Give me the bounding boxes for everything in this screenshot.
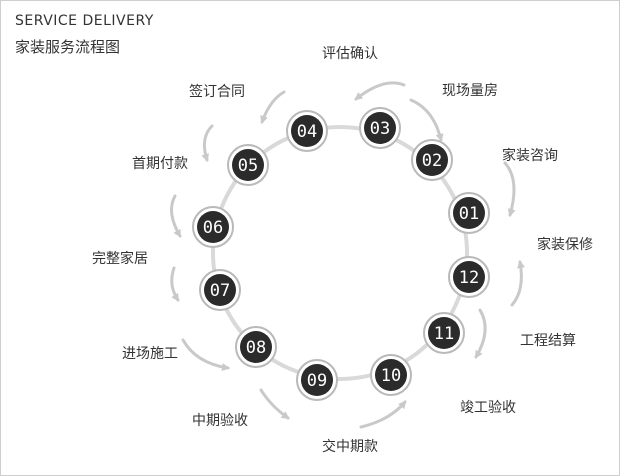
step-label-10: 竣工验收 bbox=[460, 400, 516, 416]
flow-arrow-icon bbox=[259, 388, 290, 420]
step-number: 11 bbox=[434, 324, 454, 344]
step-node-11: 11 bbox=[423, 312, 465, 354]
flow-arrow-icon bbox=[260, 90, 286, 124]
step-label-09: 交中期款 bbox=[322, 438, 378, 455]
step-number: 06 bbox=[203, 218, 223, 238]
flow-arrow-icon bbox=[510, 260, 525, 307]
step-node-10: 10 bbox=[370, 354, 412, 396]
flow-arrow-icon bbox=[170, 266, 180, 302]
step-node-03: 03 bbox=[359, 107, 401, 149]
step-node-04: 04 bbox=[286, 110, 328, 152]
step-label-12: 家装保修 bbox=[537, 236, 593, 253]
step-node-12: 12 bbox=[448, 256, 490, 298]
step-node-fill bbox=[204, 274, 236, 306]
flow-arrow-icon bbox=[359, 400, 407, 429]
step-node-fill bbox=[416, 144, 448, 176]
flow-arrow-icon bbox=[503, 161, 516, 217]
step-node-fill bbox=[375, 359, 407, 391]
flow-arrow-icon bbox=[181, 338, 230, 372]
step-label-01: 家装咨询 bbox=[502, 147, 558, 164]
step-node-08: 08 bbox=[235, 326, 277, 368]
step-number: 12 bbox=[459, 268, 479, 288]
step-number: 08 bbox=[246, 338, 266, 358]
step-node-fill bbox=[453, 197, 485, 229]
flow-arrow-icon bbox=[169, 194, 182, 238]
step-number: 07 bbox=[210, 281, 230, 301]
step-number: 03 bbox=[370, 119, 390, 139]
step-node-02: 02 bbox=[411, 139, 453, 181]
step-node-fill bbox=[364, 112, 396, 144]
step-label-08: 中期验收 bbox=[192, 413, 248, 429]
step-number: 10 bbox=[381, 366, 401, 386]
step-node-fill bbox=[240, 331, 272, 363]
process-ring bbox=[211, 125, 469, 381]
step-node-fill bbox=[428, 317, 460, 349]
step-node-fill bbox=[453, 261, 485, 293]
step-label-07: 进场施工 bbox=[122, 346, 178, 362]
step-node-05: 05 bbox=[227, 144, 269, 186]
step-node-fill bbox=[232, 149, 264, 181]
step-number: 04 bbox=[297, 122, 317, 142]
brand-title: SERVICE DELIVERY bbox=[15, 13, 154, 29]
step-label-04: 签订合同 bbox=[189, 83, 245, 100]
page-title: 家装服务流程图 bbox=[15, 38, 121, 56]
step-node-fill bbox=[301, 364, 333, 396]
step-node-06: 06 bbox=[192, 206, 234, 248]
step-number: 05 bbox=[238, 156, 258, 176]
step-node-01: 01 bbox=[448, 192, 490, 234]
step-label-06: 完整家居 bbox=[92, 250, 148, 267]
step-label-03: 评估确认 bbox=[322, 46, 378, 62]
step-number: 01 bbox=[459, 204, 479, 224]
step-number: 02 bbox=[422, 151, 442, 171]
step-node-fill bbox=[291, 115, 323, 147]
step-node-07: 07 bbox=[199, 269, 241, 311]
flow-arrow-icon bbox=[354, 81, 406, 101]
step-label-02: 现场量房 bbox=[442, 83, 498, 99]
flow-arrow-icon bbox=[201, 124, 214, 162]
step-label-11: 工程结算 bbox=[520, 333, 576, 349]
step-number: 09 bbox=[307, 371, 327, 391]
flow-arrow-icon bbox=[409, 98, 444, 142]
flow-arrow-icon bbox=[474, 308, 487, 359]
step-node-fill bbox=[197, 211, 229, 243]
step-node-09: 09 bbox=[296, 359, 338, 401]
step-label-05: 首期付款 bbox=[132, 156, 188, 172]
